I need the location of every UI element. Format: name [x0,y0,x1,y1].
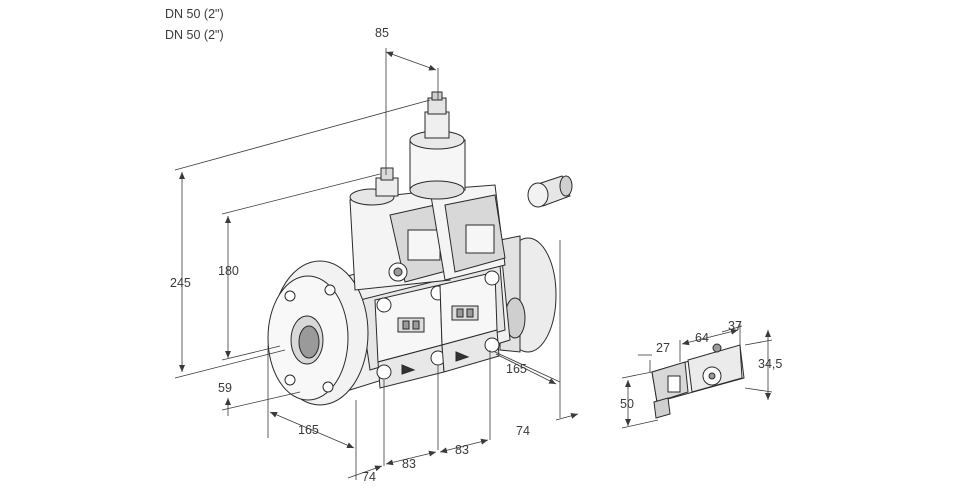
connector-dimension-lines [621,322,773,429]
dim-27: 27 [656,341,670,355]
dimension-lines [174,48,579,480]
dim-74-right: 74 [516,424,530,438]
connector-detail [651,343,745,419]
dim-180: 180 [218,264,239,278]
size-label-2: DN 50 (2") [165,28,224,42]
control-block-right [439,270,500,373]
dim-74-bottom: 74 [362,470,376,484]
dim-245: 245 [170,276,191,290]
dim-50: 50 [620,397,634,411]
actuator-tower [409,91,466,200]
double-valve-assembly [267,91,557,406]
adjuster-knob [375,167,399,197]
dim-59: 59 [218,381,232,395]
coil-housing-left [349,188,451,291]
dim-34-5: 34,5 [758,357,782,371]
cable-gland [527,175,573,208]
dim-37: 37 [728,319,742,333]
control-block-left [374,284,446,389]
coil-housing-right [429,184,506,281]
dim-85: 85 [375,26,389,40]
dim-83-b: 83 [455,443,469,457]
dim-83-a: 83 [402,457,416,471]
dim-165-right: 165 [506,362,527,376]
dim-165-left: 165 [298,423,319,437]
size-label-1: DN 50 (2") [165,7,224,21]
dim-64: 64 [695,331,709,345]
